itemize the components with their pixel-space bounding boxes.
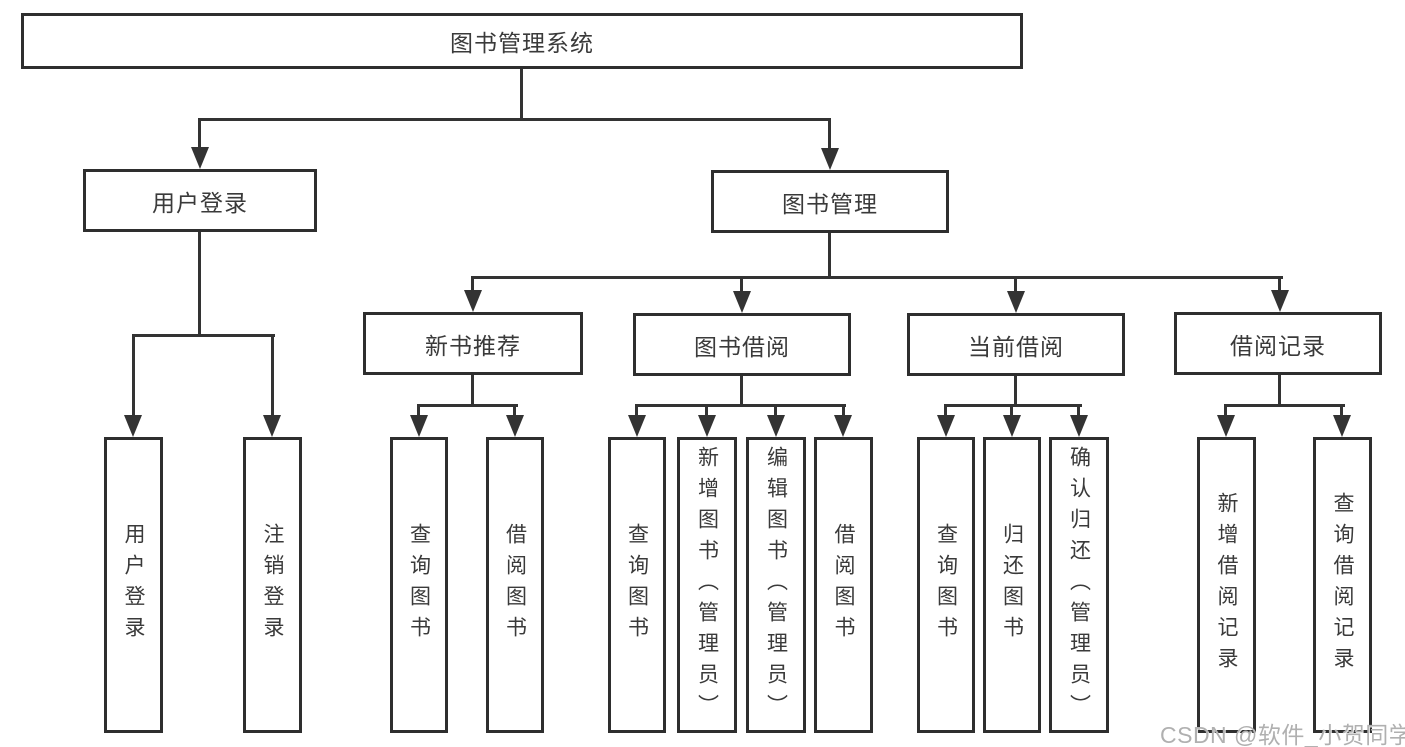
connector-line <box>471 276 1283 279</box>
connector-line <box>635 407 638 417</box>
connector-line <box>1224 404 1345 407</box>
connector-line <box>471 374 474 407</box>
connector-line <box>705 407 708 417</box>
arrowhead-icon <box>733 291 751 313</box>
connector-line <box>1014 375 1017 407</box>
node-new-book-recommend: 新书推荐 <box>363 312 583 375</box>
arrowhead-icon <box>410 415 428 437</box>
node-library-system: 图书管理系统 <box>21 13 1023 69</box>
arrowhead-icon <box>1070 415 1088 437</box>
connector-line <box>198 121 201 149</box>
connector-line <box>417 407 420 417</box>
connector-line <box>740 375 743 407</box>
leaf-query-borrow-record: 查询借阅记录 <box>1313 437 1372 733</box>
arrowhead-icon <box>1217 415 1235 437</box>
connector-line <box>944 404 1082 407</box>
arrowhead-icon <box>698 415 716 437</box>
arrowhead-icon <box>937 415 955 437</box>
connector-line <box>1278 279 1281 292</box>
leaf-query-books-borrowing: 查询图书 <box>608 437 666 733</box>
arrowhead-icon <box>821 148 839 170</box>
connector-line <box>1340 407 1343 417</box>
csdn-watermark: CSDN @软件_小贺同学 <box>1160 722 1405 747</box>
connector-line <box>1224 407 1227 417</box>
arrowhead-icon <box>1333 415 1351 437</box>
arrowhead-icon <box>1003 415 1021 437</box>
leaf-query-books-current: 查询图书 <box>917 437 975 733</box>
connector-line <box>132 336 135 417</box>
leaf-add-books-admin: 新增图书（管理员） <box>677 437 737 733</box>
arrowhead-icon <box>1271 290 1289 312</box>
leaf-query-books-recommend: 查询图书 <box>390 437 448 733</box>
connector-line <box>1278 374 1281 407</box>
arrowhead-icon <box>191 147 209 169</box>
connector-line <box>513 407 516 417</box>
connector-line <box>471 279 474 292</box>
node-book-borrowing: 图书借阅 <box>633 313 851 376</box>
leaf-user-login: 用户登录 <box>104 437 163 733</box>
leaf-return-books: 归还图书 <box>983 437 1041 733</box>
leaf-borrow-books: 借阅图书 <box>814 437 873 733</box>
connector-line <box>740 279 743 292</box>
arrowhead-icon <box>464 290 482 312</box>
leaf-confirm-return-admin: 确认归还（管理员） <box>1049 437 1109 733</box>
connector-line <box>944 407 947 417</box>
node-user-login: 用户登录 <box>83 169 317 232</box>
connector-line <box>635 404 846 407</box>
node-current-borrowing: 当前借阅 <box>907 313 1125 376</box>
connector-line <box>842 407 845 417</box>
connector-line <box>417 404 518 407</box>
arrowhead-icon <box>506 415 524 437</box>
connector-line <box>1014 279 1017 292</box>
arrowhead-icon <box>767 415 785 437</box>
arrowhead-icon <box>1007 291 1025 313</box>
connector-line <box>774 407 777 417</box>
leaf-edit-books-admin: 编辑图书（管理员） <box>746 437 806 733</box>
arrowhead-icon <box>628 415 646 437</box>
leaf-borrow-books-recommend: 借阅图书 <box>486 437 544 733</box>
connector-line <box>271 336 274 417</box>
arrowhead-icon <box>834 415 852 437</box>
connector-line <box>198 118 831 121</box>
leaf-logout: 注销登录 <box>243 437 302 733</box>
connector-line <box>132 334 275 337</box>
connector-line <box>828 121 831 149</box>
leaf-add-borrow-record: 新增借阅记录 <box>1197 437 1256 733</box>
connector-line <box>1010 407 1013 417</box>
connector-line <box>828 232 831 278</box>
connector-line <box>520 68 523 121</box>
node-borrowing-records: 借阅记录 <box>1174 312 1382 375</box>
arrowhead-icon <box>124 415 142 437</box>
connector-line <box>198 231 201 337</box>
arrowhead-icon <box>263 415 281 437</box>
connector-line <box>1077 407 1080 417</box>
node-book-management: 图书管理 <box>711 170 949 233</box>
